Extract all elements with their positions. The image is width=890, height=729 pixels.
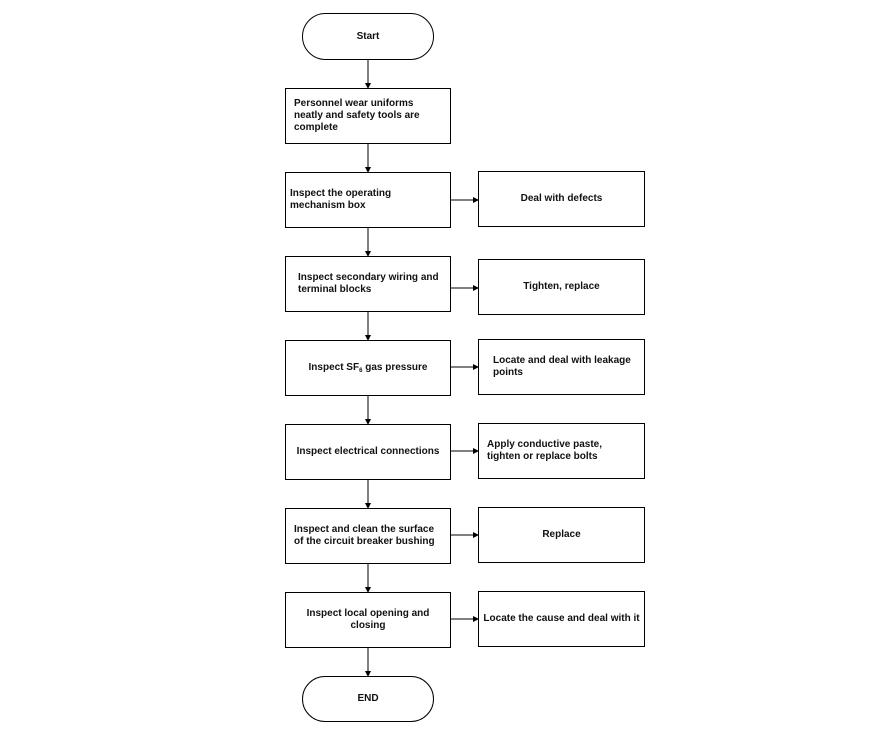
action-label: Tighten, replace [523, 281, 600, 292]
step-label: Inspect SF6 gas pressure [309, 362, 428, 375]
step-label: Inspect and clean the surface of the cir… [294, 524, 435, 547]
step-label: Personnel wear uniforms neatly and safet… [294, 98, 420, 133]
action-tighten-replace: Tighten, replace [478, 259, 645, 315]
step-local-opening-closing: Inspect local opening and closing [285, 592, 451, 648]
step-label-prefix: Inspect SF [308, 361, 360, 373]
action-label: Replace [542, 529, 581, 540]
step-label: Inspect the operating mechanism box [290, 188, 392, 211]
step-label: Inspect secondary wiring and terminal bl… [298, 272, 439, 295]
step-clean-bushing: Inspect and clean the surface of the cir… [285, 508, 451, 564]
action-deal-with-defects: Deal with defects [478, 171, 645, 227]
action-conductive-paste: Apply conductive paste, tighten or repla… [478, 423, 645, 479]
step-electrical-connections: Inspect electrical connections [285, 424, 451, 480]
action-label: Locate and deal with leakage points [493, 355, 631, 378]
step-secondary-wiring: Inspect secondary wiring and terminal bl… [285, 256, 451, 312]
step-sf6-gas-pressure: Inspect SF6 gas pressure [285, 340, 451, 396]
start-label: Start [356, 30, 380, 42]
action-replace: Replace [478, 507, 645, 563]
action-label: Locate the cause and deal with it [483, 613, 640, 624]
step-label-subscript: 6 [359, 367, 363, 374]
step-label: Inspect electrical connections [296, 446, 440, 457]
action-locate-leakage: Locate and deal with leakage points [478, 339, 645, 395]
action-label: Apply conductive paste, tighten or repla… [487, 439, 603, 462]
end-terminal: END [302, 676, 434, 722]
end-label: END [357, 693, 379, 704]
step-operating-mechanism-box: Inspect the operating mechanism box [285, 172, 451, 228]
step-uniforms-safety-tools: Personnel wear uniforms neatly and safet… [285, 88, 451, 144]
start-terminal: Start [302, 13, 434, 60]
step-label: Inspect local opening and closing [306, 608, 430, 631]
action-label: Deal with defects [520, 193, 603, 204]
action-locate-cause: Locate the cause and deal with it [478, 591, 645, 647]
step-label-suffix: gas pressure [362, 361, 428, 373]
